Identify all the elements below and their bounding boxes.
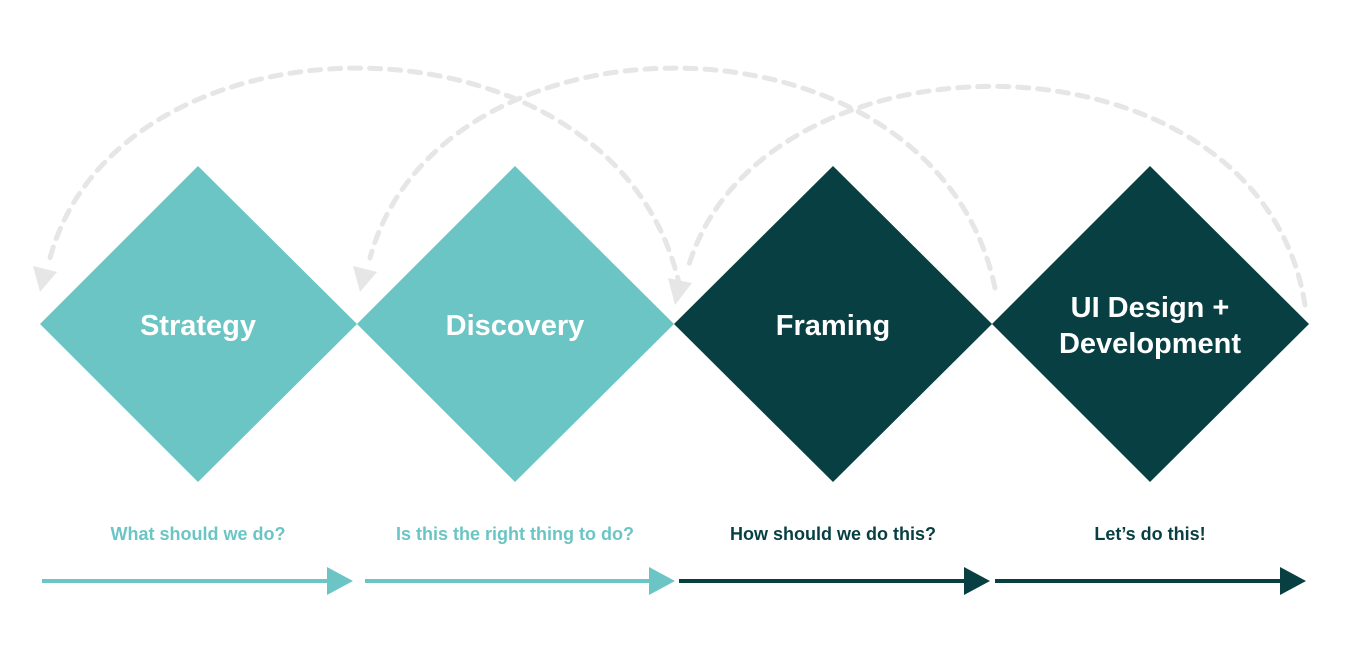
loop-arc-discovery-to-strategy bbox=[47, 65, 683, 291]
arrow-head-development bbox=[1280, 567, 1306, 595]
loop-arc-framing-to-discovery bbox=[367, 65, 998, 291]
arrow-strategy bbox=[42, 567, 353, 595]
progress-arrows bbox=[42, 567, 1306, 595]
stage-title-development-line-1: UI Design + bbox=[1071, 292, 1230, 324]
stage-strategy: Strategy bbox=[40, 166, 357, 482]
diamond-discovery bbox=[357, 166, 674, 482]
arrow-framing bbox=[679, 567, 990, 595]
arrow-head-strategy bbox=[327, 567, 353, 595]
stage-discovery: Discovery bbox=[357, 166, 674, 482]
arrow-discovery bbox=[365, 567, 675, 595]
question-framing: How should we do this? bbox=[730, 524, 936, 544]
feedback-loops bbox=[33, 65, 1308, 308]
stage-title-discovery: Discovery bbox=[446, 310, 585, 342]
loop-arrowhead-framing bbox=[668, 278, 692, 305]
arrow-development bbox=[995, 567, 1306, 595]
arrow-head-discovery bbox=[649, 567, 675, 595]
stage-questions: What should we do? Is this the right thi… bbox=[111, 524, 1206, 544]
stage-title-development-line-2: Development bbox=[1059, 328, 1241, 360]
loop-arrowhead-discovery bbox=[353, 266, 377, 292]
arrow-head-framing bbox=[964, 567, 990, 595]
stage-title-framing: Framing bbox=[776, 310, 890, 342]
stage-title-strategy: Strategy bbox=[140, 310, 256, 342]
stage-development: UI Design + Development bbox=[992, 166, 1309, 482]
diamond-development bbox=[992, 166, 1309, 482]
diamond-framing bbox=[674, 166, 992, 482]
loop-arc-development-to-framing bbox=[685, 83, 1308, 308]
loop-arrowhead-strategy bbox=[33, 266, 57, 292]
diamond-strategy bbox=[40, 166, 357, 482]
question-discovery: Is this the right thing to do? bbox=[396, 524, 634, 544]
stage-framing: Framing bbox=[674, 166, 992, 482]
question-strategy: What should we do? bbox=[111, 524, 286, 544]
question-development: Let’s do this! bbox=[1094, 524, 1205, 544]
